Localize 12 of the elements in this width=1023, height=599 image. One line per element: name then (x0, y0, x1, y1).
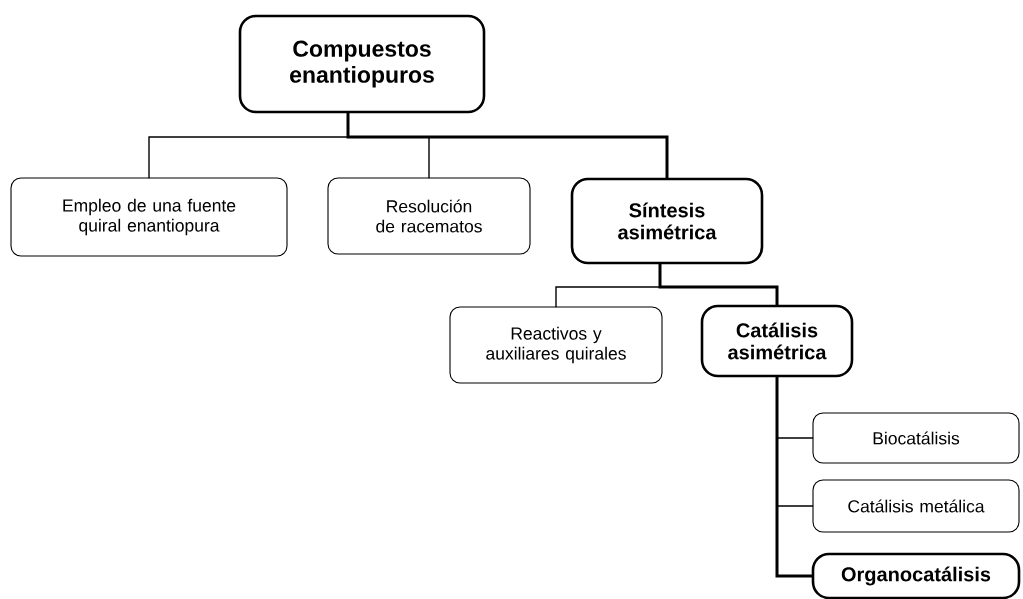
connector-line (346, 111, 669, 180)
connector-line (775, 375, 814, 578)
category-box: Síntesis asimétrica (570, 177, 764, 265)
category-box: Compuestos enantiopuros (238, 14, 486, 114)
category-box: Empleo de una fuente quiral enantiopura (10, 177, 288, 257)
connector-line (658, 262, 779, 307)
category-box: Reactivos y auxiliares quirales (449, 306, 663, 384)
category-box: Biocatálisis (812, 412, 1020, 464)
category-box: Catálisis metálica (812, 479, 1020, 533)
category-box: Catálisis asimétrica (700, 304, 854, 378)
category-box: Resolución de racematos (327, 177, 531, 255)
category-box: Organocatálisis (811, 552, 1021, 599)
